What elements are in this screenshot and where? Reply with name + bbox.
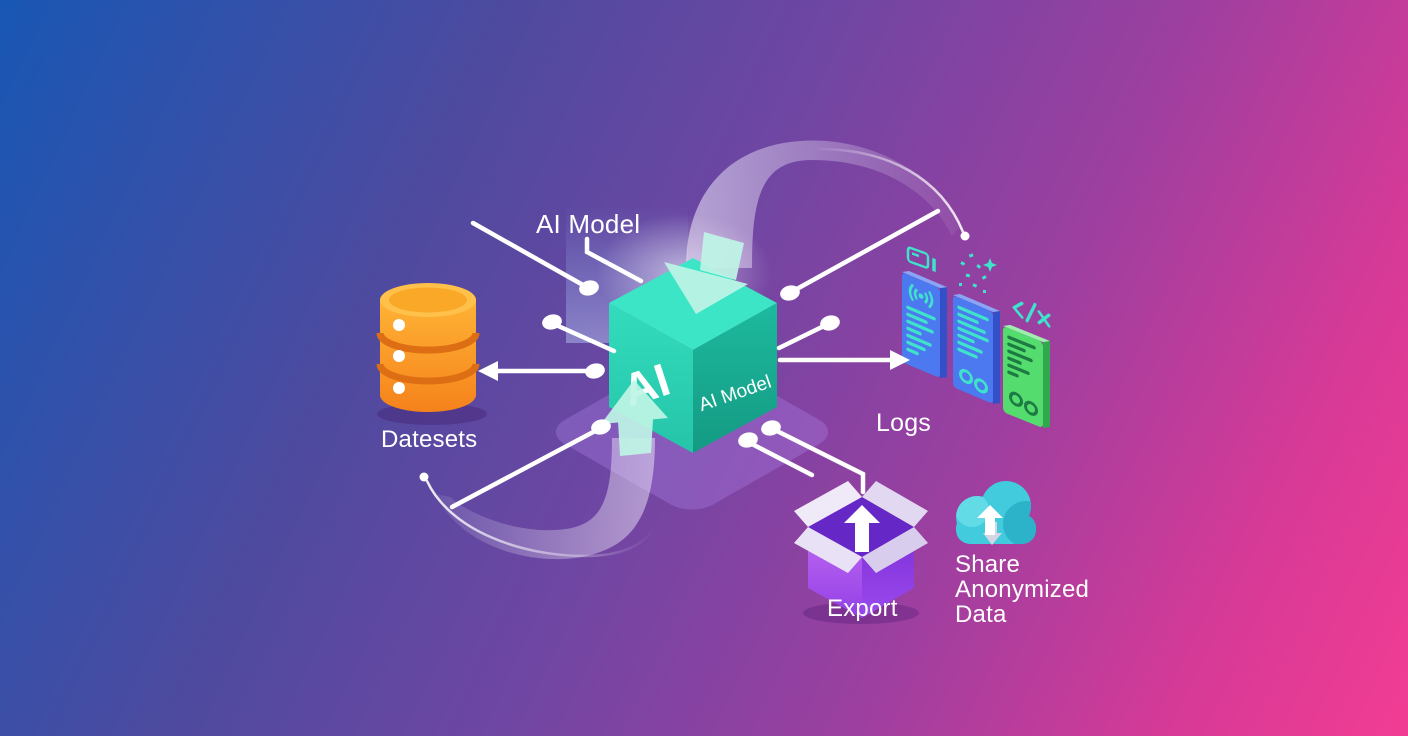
export-box-icon xyxy=(794,481,928,624)
top-flow-arrow xyxy=(686,140,959,268)
connector-line xyxy=(776,322,829,351)
ai-model-callout-label: AI Model xyxy=(536,209,641,239)
cloud-upload-icon xyxy=(956,481,1036,545)
cloud-up-arrow-icon xyxy=(977,505,1003,535)
sparkles-icon xyxy=(959,253,997,293)
connector-line xyxy=(470,220,586,288)
connector-dots xyxy=(542,280,840,448)
export-up-arrow-icon xyxy=(844,505,880,552)
bottom-flow-arrow xyxy=(436,438,655,560)
export-label: Export xyxy=(827,595,898,622)
connector-dot-small xyxy=(419,472,429,482)
logs-label: Logs xyxy=(876,409,932,437)
connector-line xyxy=(772,427,866,495)
code-icon xyxy=(1012,301,1051,328)
connector-dot-small xyxy=(960,231,970,241)
top-motion-line xyxy=(816,147,965,234)
connector-line xyxy=(449,427,600,510)
log-panel-2 xyxy=(953,293,1000,404)
connectors xyxy=(449,208,941,510)
cube-up-arrow-icon xyxy=(601,380,668,456)
bottom-motion-line xyxy=(425,479,657,558)
database-icon xyxy=(376,283,487,425)
log-panel-3 xyxy=(1003,324,1050,429)
share-anonymized-label: Share Anonymized Data xyxy=(955,551,1090,628)
cube-down-arrow-icon xyxy=(664,232,748,314)
connector-line xyxy=(792,208,941,293)
window-icon xyxy=(906,246,936,273)
datasets-label: Datesets xyxy=(381,426,478,453)
connector-line xyxy=(553,322,617,354)
connector-line xyxy=(747,440,815,478)
connector-arrowheads xyxy=(478,350,910,381)
logs-panels xyxy=(902,246,1051,429)
arrowhead-right xyxy=(890,350,910,370)
callout-line xyxy=(584,236,644,284)
arrowhead-left xyxy=(478,361,498,381)
log-panel-1 xyxy=(902,270,947,379)
